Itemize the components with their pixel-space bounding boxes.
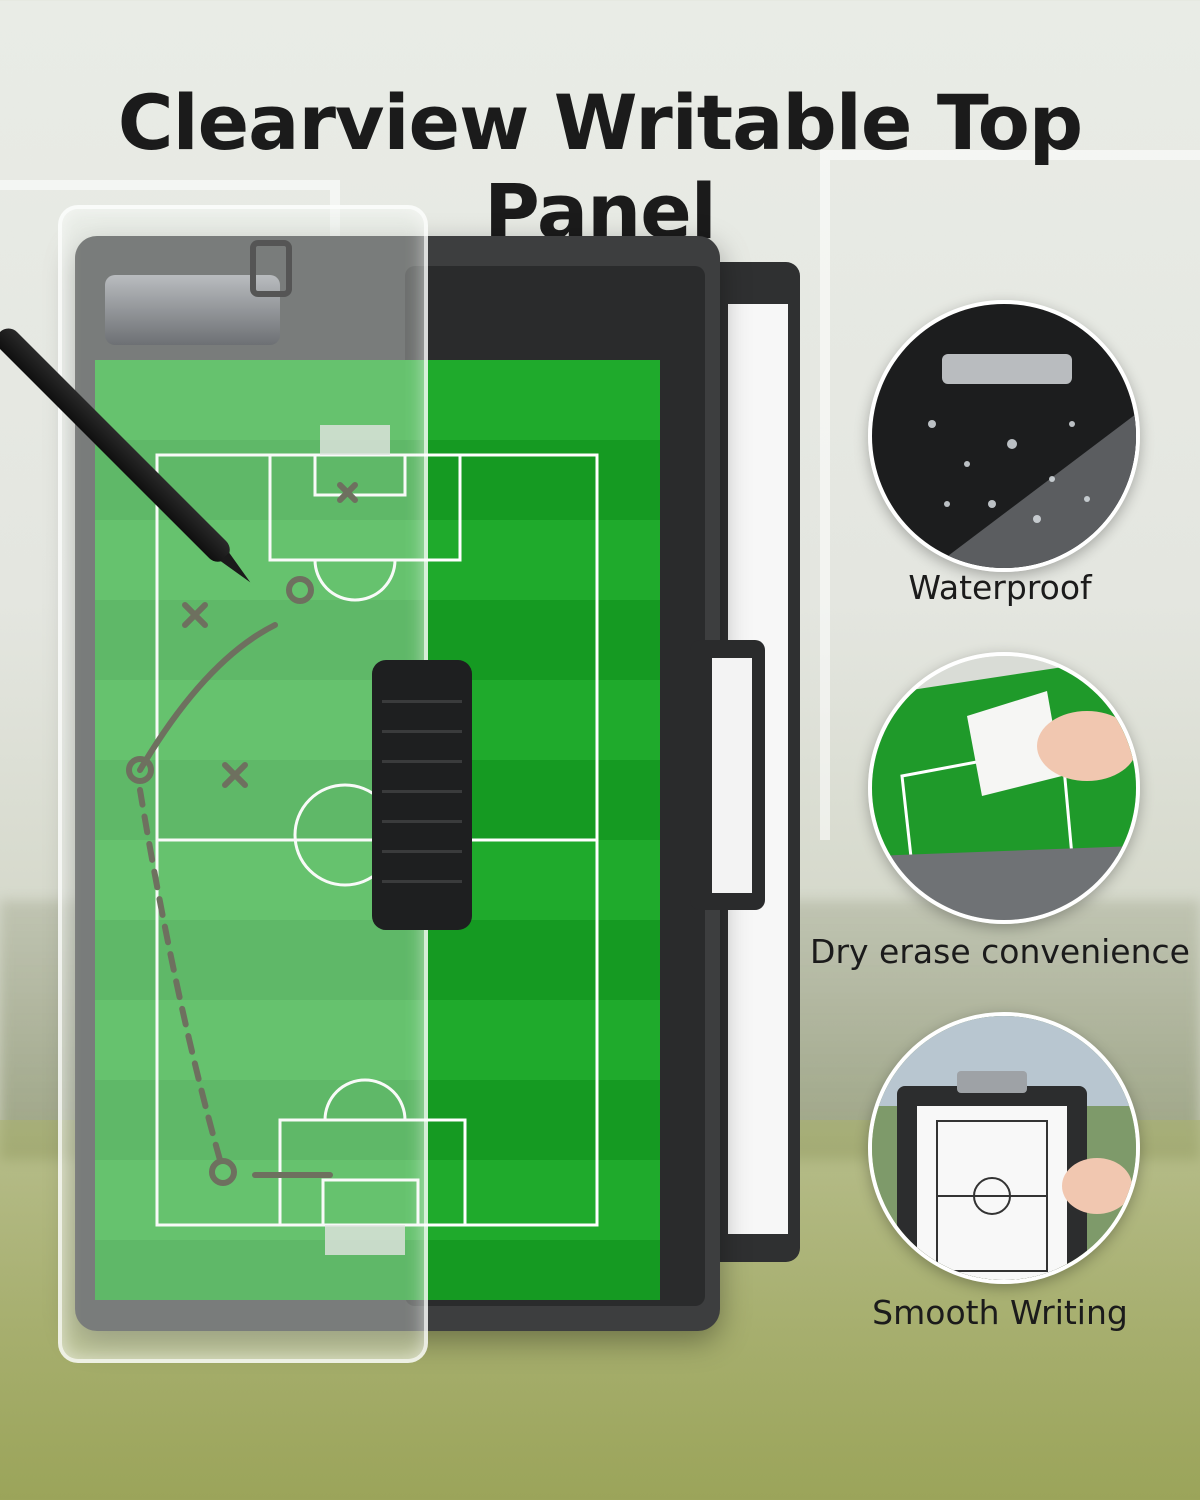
feature-label-smooth-writing: Smooth Writing — [872, 1293, 1128, 1332]
latch-grip-line — [382, 820, 462, 823]
latch-grip-line — [382, 730, 462, 733]
water-drops-icon — [872, 304, 1136, 568]
feature-label-waterproof: Waterproof — [908, 568, 1092, 607]
latch-handle[interactable] — [372, 660, 472, 930]
latch-grip-line — [382, 850, 462, 853]
clip-ring — [250, 240, 292, 297]
clear-top-panel[interactable] — [58, 205, 428, 1363]
latch-grip-line — [382, 760, 462, 763]
feature-waterproof-image — [868, 300, 1140, 572]
writing-hand-icon — [872, 1016, 1136, 1280]
latch-grip-line — [382, 700, 462, 703]
side-slot-paper — [712, 658, 752, 893]
feature-smooth-writing-image — [868, 1012, 1140, 1284]
goal-bottom — [325, 1225, 405, 1255]
side-slot — [690, 640, 765, 910]
feature-dry-erase-image — [868, 652, 1140, 924]
feature-label-dry-erase: Dry erase convenience — [810, 932, 1190, 971]
wipe-cloth-icon — [872, 656, 1136, 920]
goal-top — [320, 425, 390, 455]
latch-grip-line — [382, 790, 462, 793]
latch-grip-line — [382, 880, 462, 883]
background-goal-right — [820, 150, 1200, 840]
